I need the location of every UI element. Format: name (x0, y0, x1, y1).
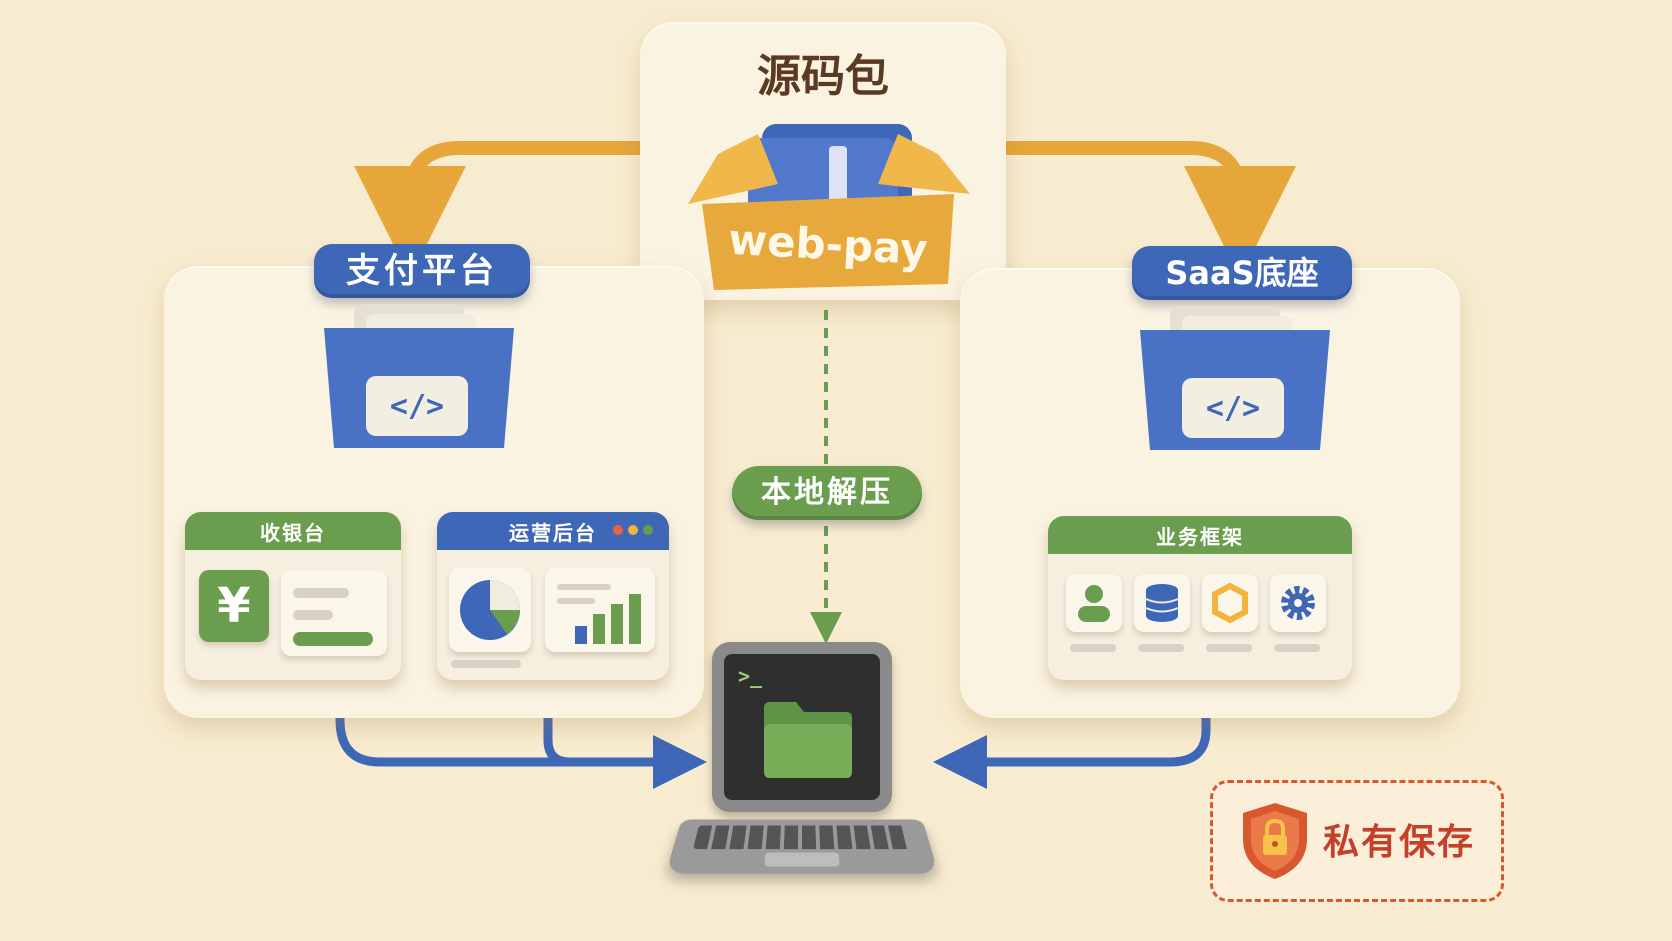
bar-chart-icon (545, 568, 655, 652)
saas-title: SaaS底座 (1132, 246, 1352, 300)
cashier-title: 收银台 (185, 512, 401, 550)
gear-icon (1270, 574, 1326, 632)
shield-lock-icon (1243, 803, 1307, 879)
cashier-detail (281, 570, 387, 656)
payment-platform-title: 支付平台 (314, 244, 530, 298)
unzip-step-label: 本地解压 (732, 466, 922, 520)
laptop-icon: >_ (660, 642, 940, 902)
box-label: web-pay (727, 215, 929, 274)
saas-code-folder-icon: </> (1140, 306, 1330, 450)
folder-icon (764, 702, 852, 778)
yen-icon: ¥ (199, 570, 269, 642)
pie-chart-icon (449, 568, 531, 652)
arrow-cashier-to-laptop (335, 680, 707, 789)
source-title: 源码包 (757, 51, 889, 102)
svg-text:</>: </> (1206, 391, 1260, 426)
business-framework-card[interactable]: 业务框架 (1048, 516, 1352, 680)
box-icon: web-pay (688, 124, 970, 290)
business-framework-title: 业务框架 (1048, 516, 1352, 554)
code-folder-icon: </> (324, 304, 514, 448)
user-icon (1066, 574, 1122, 632)
arrow-to-payment (354, 141, 647, 278)
source-package-panel: 源码包 web-pay (640, 22, 1006, 300)
operations-card[interactable]: 运营后台 (437, 512, 669, 680)
database-icon (1134, 574, 1190, 632)
hexagon-icon (1202, 574, 1258, 632)
terminal-prompt: >_ (738, 664, 763, 688)
cashier-card[interactable]: 收银台 ¥ (185, 512, 401, 680)
arrow-to-saas (1001, 141, 1296, 278)
private-storage-label: 私有保存 (1323, 822, 1476, 863)
svg-text:</>: </> (390, 389, 444, 424)
private-storage-badge: 私有保存 (1210, 780, 1504, 902)
operations-title: 运营后台 (437, 512, 669, 550)
arrow-saas-to-laptop (933, 680, 1211, 789)
